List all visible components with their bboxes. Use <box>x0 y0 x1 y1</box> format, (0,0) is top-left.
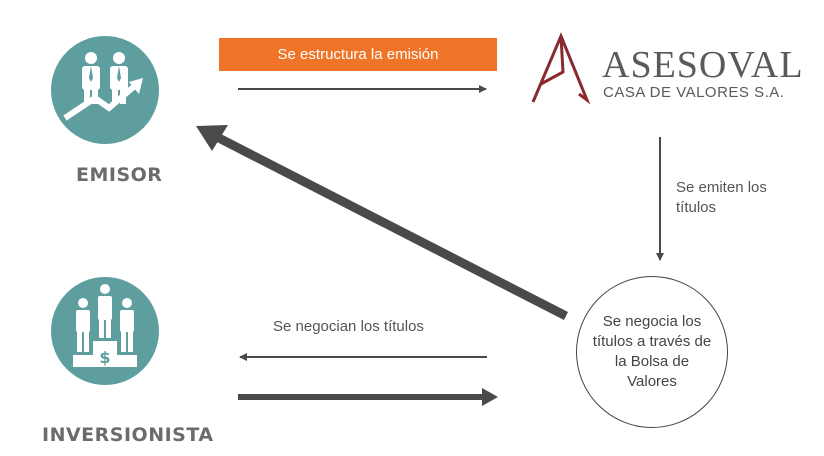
asesoval-logo-mark-icon <box>531 32 591 104</box>
svg-text:$: $ <box>99 348 110 367</box>
bolsa-text: Se negocia los títulos a través de la Bo… <box>592 313 712 390</box>
podium-investor-icon: $ <box>73 284 137 367</box>
asesoval-subtitle: CASA DE VALORES S.A. <box>603 84 785 101</box>
inversionista-node: $ <box>51 277 159 385</box>
business-growth-icon <box>63 52 143 121</box>
arrow-bolsa-to-emisor-head <box>196 125 228 151</box>
emisor-node <box>51 36 159 144</box>
arrow-inversionista-to-bolsa-head <box>482 388 498 406</box>
emisor-label: EMISOR <box>76 164 163 186</box>
arrow-bolsa-to-emisor <box>212 131 569 321</box>
asesoval-name: ASESOVAL <box>602 44 804 86</box>
emiten-label: Se emiten los títulos <box>676 179 767 216</box>
inversionista-label: INVERSIONISTA <box>42 424 214 446</box>
negocian-label: Se negocian los títulos <box>273 318 424 335</box>
banner-estructura-emision: Se estructura la emisión <box>219 38 497 71</box>
bolsa-node: Se negocia los títulos a través de la Bo… <box>576 276 728 428</box>
